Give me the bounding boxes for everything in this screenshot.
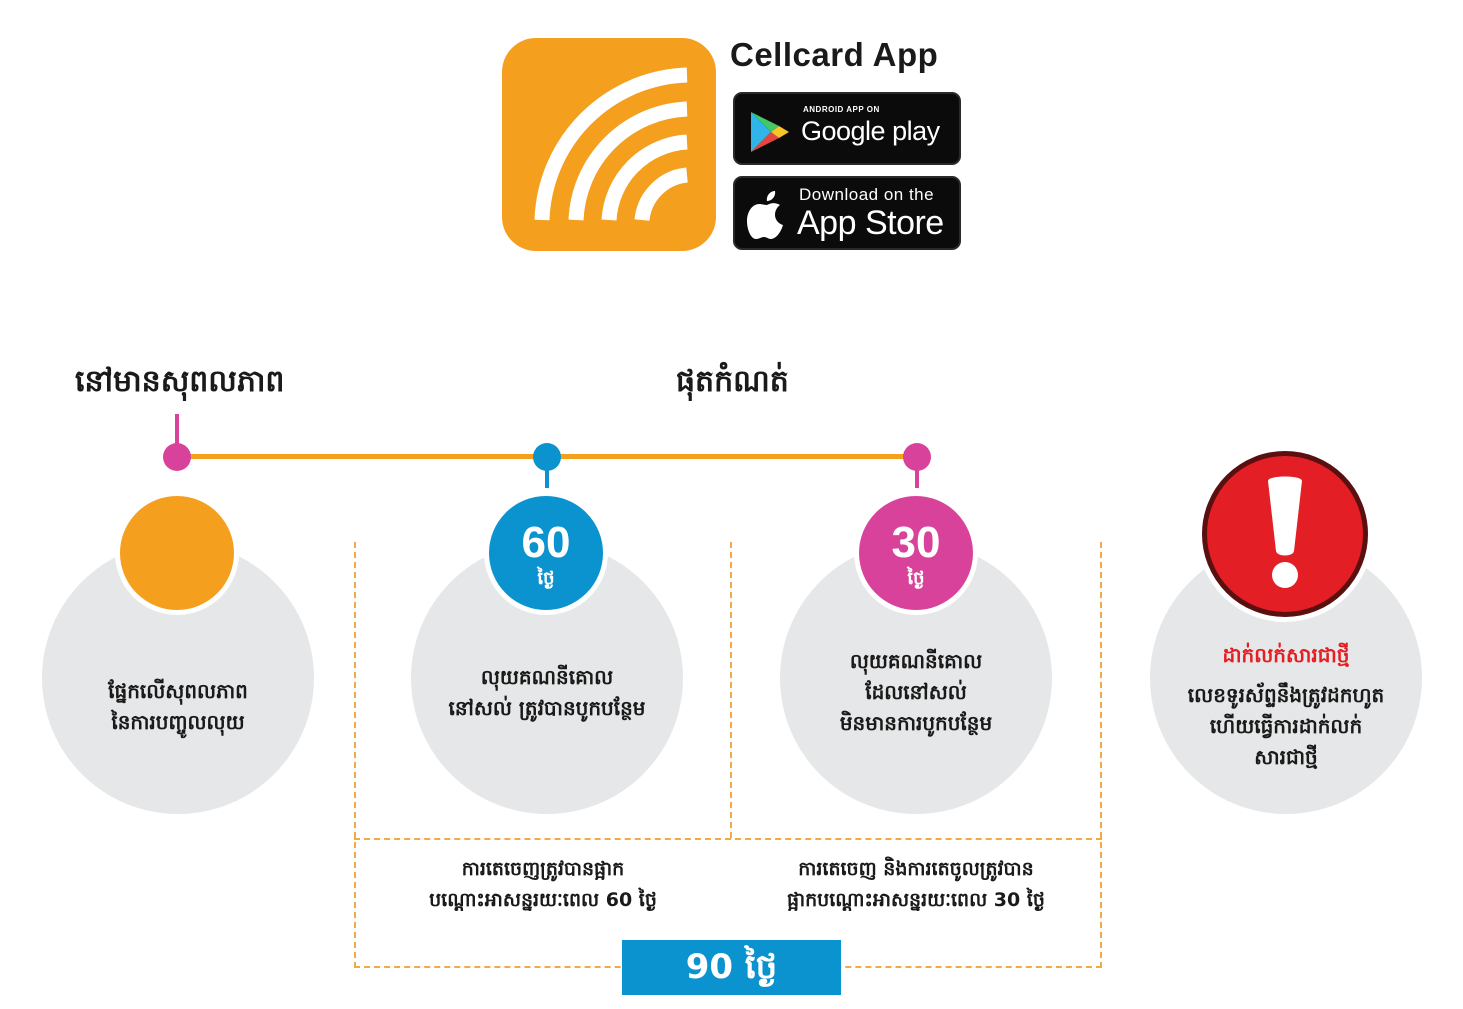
marker-dot-30: [903, 443, 931, 471]
marker-stem-30: [915, 468, 919, 488]
note-60-days: ការតេចេញត្រូវបានផ្អាក បណ្ដោះអាសន្នរយៈពេល…: [429, 858, 657, 912]
cellcard-logo: [502, 38, 716, 251]
signal-waves-icon: [534, 67, 689, 222]
app-store-big-text: App Store: [797, 204, 944, 242]
active-heading: នៅមានសុពលភាព: [75, 364, 285, 399]
dashed-line-right: [1100, 542, 1102, 968]
dashed-line-left: [354, 542, 356, 968]
dashed-line-middle: [730, 542, 732, 838]
total-days-box: 90 ថ្ងៃ: [622, 940, 841, 995]
stage-active-badge: [115, 491, 239, 615]
stage-60-number: 60: [521, 518, 571, 567]
stage-resale-title: ដាក់លក់សារជាថ្មី: [1222, 643, 1350, 667]
app-store-badge[interactable]: Download on the App Store: [733, 176, 961, 250]
app-title: Cellcard App: [730, 36, 939, 73]
expired-heading: ផុតកំណត់: [676, 364, 789, 399]
dashed-line-top: [354, 838, 1102, 840]
stage-30-unit: ថ្ងៃ: [907, 568, 925, 589]
marker-stem-active: [175, 414, 179, 446]
stage-30-text: លុយគណនីគោល ដែលនៅសល់ មិនមានការបូកបន្ថែម: [839, 649, 993, 735]
stage-60-badge: 60 ថ្ងៃ: [484, 491, 608, 615]
google-play-small-text: ANDROID APP ON: [803, 105, 880, 114]
marker-stem-60: [545, 468, 549, 488]
google-play-badge[interactable]: ANDROID APP ON Google play: [733, 92, 961, 165]
note-30-days: ការតេចេញ និងការតេចូលត្រូវបាន ផ្អាកបណ្ដោះ…: [787, 858, 1045, 912]
stage-30-number: 30: [891, 518, 941, 567]
stage-60-text: លុយគណនីគោល នៅសល់ ត្រូវបានបូកបន្ថែម: [448, 665, 646, 720]
google-play-icon: [751, 112, 789, 152]
marker-dot-60: [533, 443, 561, 471]
stage-resale-badge: [1202, 451, 1368, 617]
stage-resale-text: លេខទូរស័ព្ទនឹងត្រូវដកហូត ហើយធ្វើការដាក់ល…: [1187, 683, 1385, 769]
app-store-small-text: Download on the: [799, 185, 935, 204]
stage-30-badge: 30 ថ្ងៃ: [854, 491, 978, 615]
stage-active-text: ផ្នែកលើសុពលភាព នៃការបញ្ចូលលុយ: [108, 679, 248, 734]
exclamation-icon: [1268, 476, 1302, 588]
google-play-big-text: Google play: [801, 116, 940, 146]
marker-dot-active: [163, 443, 191, 471]
apple-icon: [747, 191, 783, 239]
stage-60-unit: ថ្ងៃ: [537, 568, 555, 589]
